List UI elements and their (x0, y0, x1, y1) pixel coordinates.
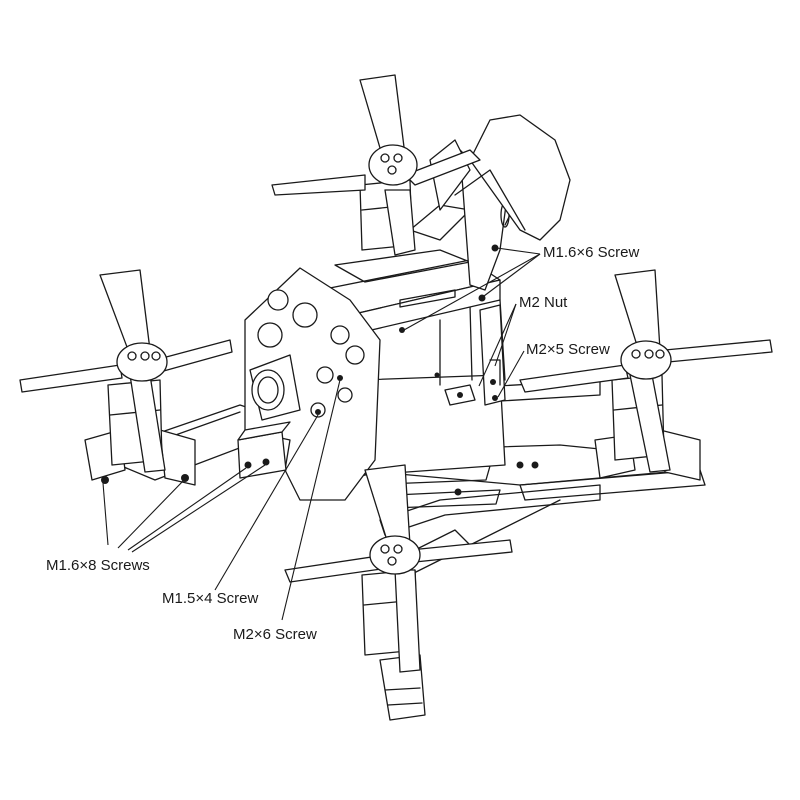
label-m1-5x4-screw: M1.5×4 Screw (162, 590, 259, 607)
leader-lines (102, 247, 541, 621)
label-m2-nut: M2 Nut (519, 294, 568, 311)
label-m1-6x8-screws: M1.6×8 Screws (46, 557, 150, 574)
motor-propeller-right (519, 269, 773, 473)
label-m1-6x6-screw: M1.6×6 Screw (543, 244, 640, 261)
label-m2x6-screw: M2×6 Screw (233, 626, 317, 643)
canopy (454, 114, 571, 241)
motor-propeller-front (284, 464, 513, 673)
label-m2x5-screw: M2×5 Screw (526, 341, 610, 358)
motor-propeller-back (271, 74, 481, 256)
small-bracket (237, 421, 291, 479)
camera-side-plate (244, 267, 381, 501)
motor-propeller-left (19, 269, 233, 473)
